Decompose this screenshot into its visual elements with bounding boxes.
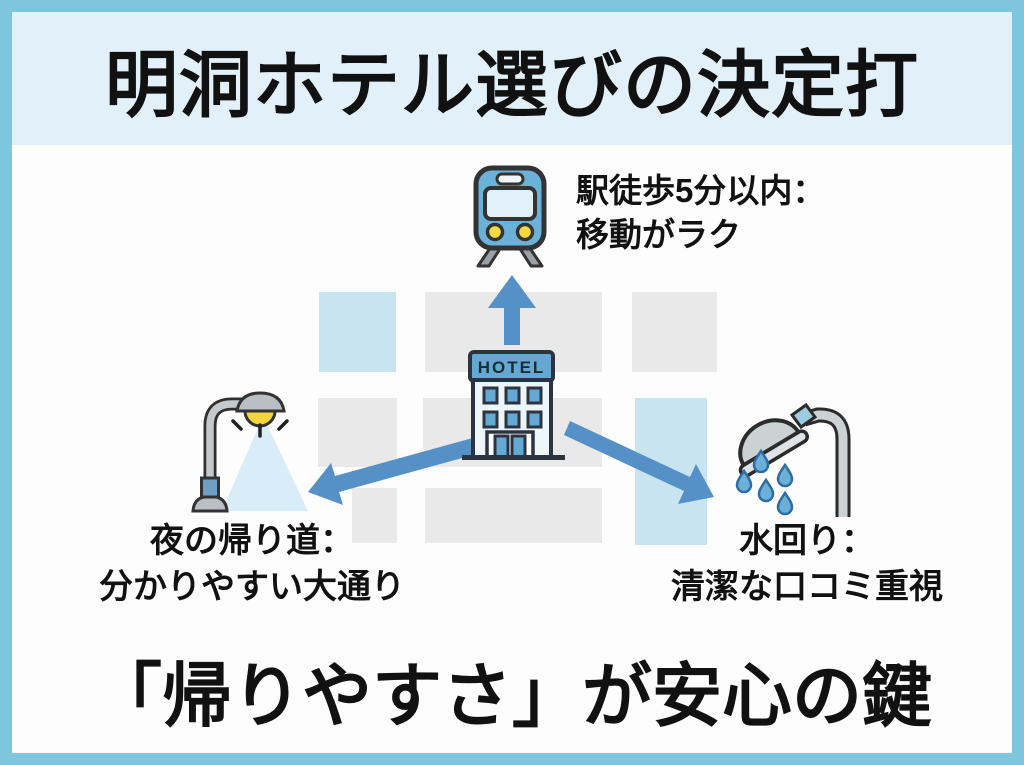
station-callout-line1: 駅徒歩5分以内： (576, 172, 826, 209)
night-street-callout-line1: 夜の帰り道： (150, 522, 354, 560)
map-block (352, 488, 397, 543)
water-drops-icon (735, 448, 794, 516)
conclusion-band: 「帰りやすさ」が安心の鍵 (12, 627, 1012, 753)
bathroom-callout-line1: 水回り： (739, 522, 875, 560)
station-callout: 駅徒歩5分以内： 移動がラク (576, 169, 825, 257)
station-callout-line2: 移動がラク (576, 216, 741, 254)
arrow-down-right-icon (564, 421, 714, 504)
page-title: 明洞ホテル選びの決定打 (105, 44, 919, 126)
shower-head-icon (735, 402, 851, 517)
conclusion-title: 「帰りやすさ」が安心の鍵 (92, 656, 932, 735)
map-block (318, 398, 397, 467)
arrow-up-icon (488, 275, 536, 345)
street-lamp-icon (191, 391, 308, 513)
bathroom-callout-line2: 清潔な口コミ重視 (671, 567, 943, 606)
diagram-area: 駅徒歩5分以内： 移動がラク HOTEL (12, 145, 1012, 627)
train-icon (473, 165, 547, 268)
title-band: 明洞ホテル選びの決定打 (12, 12, 1012, 145)
map-block (632, 292, 717, 372)
night-street-callout-line2: 分かりやすい大通り (99, 567, 405, 606)
map-block (425, 488, 602, 543)
map-block (319, 292, 396, 372)
hotel-building-icon: HOTEL (462, 350, 565, 460)
hotel-sign-label: HOTEL (478, 358, 546, 377)
night-street-callout: 夜の帰り道： 分かりやすい大通り (40, 519, 464, 610)
bathroom-callout: 水回り： 清潔な口コミ重視 (595, 519, 1012, 610)
